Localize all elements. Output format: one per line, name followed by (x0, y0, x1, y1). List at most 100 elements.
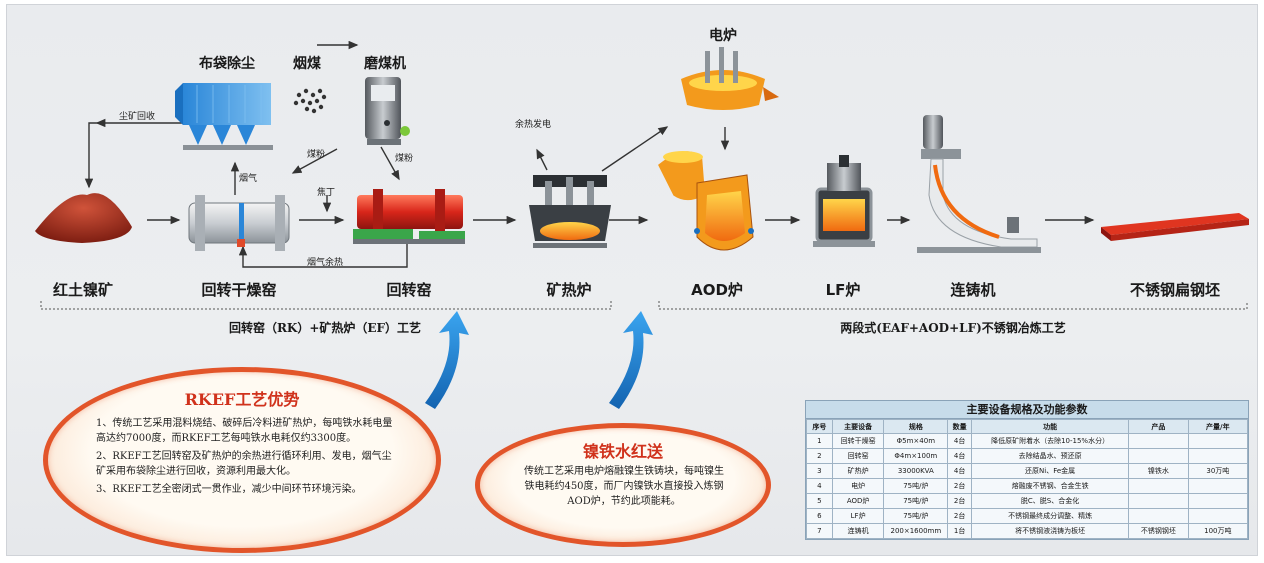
stage-label-caster: 连铸机 (950, 281, 996, 299)
table-cell (1187, 508, 1249, 524)
coal-powder-label-2: 煤粉 (395, 154, 414, 164)
table-cell: 4台 (947, 433, 973, 449)
table-cell (1128, 448, 1189, 464)
table-cell (1128, 508, 1189, 524)
table-cell: 还原Ni、Fe金属 (971, 463, 1130, 479)
table-cell: 2台 (947, 493, 973, 509)
header-cell: 数量 (947, 419, 973, 434)
table-cell: 4台 (947, 463, 973, 479)
table-cell: 连铸机 (831, 523, 885, 539)
table-cell: 去除结晶水、预还原 (971, 448, 1130, 464)
process-diagram: 布袋除尘 烟煤 磨煤机 电炉 尘矿回收 烟气 煤粉 煤粉 焦丁 烟气余热 余热发… (6, 4, 1258, 556)
header-cell: 主要设备 (831, 419, 885, 434)
waste-heat-power-label: 余热发电 (515, 120, 552, 130)
table-cell: 75吨/炉 (883, 508, 949, 524)
waste-heat-gas-label: 烟气余热 (307, 258, 344, 268)
rotary-dryer-icon (188, 195, 290, 251)
hot-metal-body: 传统工艺采用电炉熔融镍生铁铸块，每吨镍生铁电耗约450度，而厂内镍铁水直接投入炼… (524, 466, 724, 507)
table-cell (1187, 433, 1249, 449)
table-cell: 6 (806, 508, 833, 524)
table-cell: 镍铁水 (1128, 463, 1189, 479)
table-cell: 1台 (947, 523, 973, 539)
header-cell: 序号 (806, 419, 833, 434)
flow-graphics (35, 40, 1249, 409)
table-cell (1128, 433, 1189, 449)
submerged-arc-furnace-icon (529, 175, 611, 248)
header-cell: 产量/年 (1187, 419, 1249, 434)
duplex-process-label: 两段式(EAF+AOD+LF)不锈钢冶炼工艺 (840, 321, 1066, 335)
stage-label-aod: AOD炉 (691, 281, 743, 299)
stage-label-lf: LF炉 (825, 281, 861, 299)
table-cell: 矿热炉 (831, 463, 885, 479)
table-cell (1187, 448, 1249, 464)
flue-gas-label: 烟气 (239, 174, 258, 184)
table-cell: Φ5m×40m (883, 433, 949, 449)
table-cell: 1 (806, 433, 833, 449)
spec-table-title: 主要设备规格及功能参数 (806, 401, 1248, 419)
table-cell: AOD炉 (831, 493, 885, 509)
header-cell: 规格 (883, 419, 949, 434)
hot-metal-title: 镍铁水红送 (582, 442, 663, 461)
eaf-label: 电炉 (709, 28, 737, 44)
table-cell: Φ4m×100m (883, 448, 949, 464)
table-cell: 回转干燥窑 (831, 433, 885, 449)
bituminous-coal-icon (293, 88, 327, 114)
ladle-furnace-icon (813, 155, 875, 247)
table-cell: 3 (806, 463, 833, 479)
electric-arc-furnace-icon (681, 47, 779, 110)
rkef-advantage-item: 3、RKEF工艺全密闭式一贯作业，减少中间环节环境污染。 (96, 484, 362, 495)
stage-label-kiln: 回转窑 (386, 281, 432, 299)
stage-label-ef: 矿热炉 (546, 281, 592, 299)
table-cell: 脱C、脱S、合金化 (971, 493, 1130, 509)
rkef-advantages-title: RKEF工艺优势 (184, 390, 300, 409)
stage-bracket-lines (40, 301, 1248, 310)
table-cell: 将不锈钢液浇铸为板坯 (971, 523, 1130, 539)
blue-arrow-right (609, 311, 653, 409)
rkef-process-label: 回转窑（RK）+矿热炉（EF）工艺 (228, 321, 422, 335)
table-cell: LF炉 (831, 508, 885, 524)
stage-label-dryer: 回转干燥窑 (201, 281, 277, 299)
baghouse-dust-collector-icon (175, 83, 273, 150)
header-cell: 功能 (971, 419, 1130, 434)
table-cell: 30万吨 (1187, 463, 1249, 479)
aod-converter-icon (658, 151, 754, 251)
baghouse-label: 布袋除尘 (199, 56, 255, 72)
table-cell: 不锈钢钢坯 (1128, 523, 1189, 539)
table-cell (1187, 493, 1249, 509)
rkef-advantage-item: 2、RKEF工艺回转窑及矿热炉的余热进行循环利用、发电，烟气尘矿采用布袋除尘进行… (96, 451, 392, 477)
stainless-slab-icon (1101, 213, 1249, 241)
table-cell: 33000KVA (883, 463, 949, 479)
header-cell: 产品 (1128, 419, 1189, 434)
table-cell: 熔融废不锈钢、合金生铁 (971, 478, 1130, 494)
table-cell: 4台 (947, 448, 973, 464)
coal-mill-icon (365, 77, 410, 145)
table-cell: 回转窑 (831, 448, 885, 464)
table-cell (1128, 478, 1189, 494)
blue-arrow-left (425, 311, 469, 409)
table-cell: 200×1600mm (883, 523, 949, 539)
table-cell: 2台 (947, 478, 973, 494)
table-cell (1187, 478, 1249, 494)
table-cell: 2 (806, 448, 833, 464)
table-cell: 7 (806, 523, 833, 539)
laterite-ore-icon (35, 193, 132, 243)
dust-recovery-label: 尘矿回收 (119, 112, 156, 122)
rkef-advantage-item: 1、传统工艺采用混料烧结、破碎后冷料进矿热炉，每吨铁水耗电量高达约7000度，而… (96, 418, 393, 444)
table-cell: 100万吨 (1187, 523, 1249, 539)
stage-label-laterite: 红土镍矿 (52, 281, 114, 299)
table-cell: 75吨/炉 (883, 493, 949, 509)
table-cell: 降低原矿附着水（去除10-15%水分） (971, 433, 1130, 449)
rotary-kiln-icon (353, 189, 465, 244)
table-cell: 5 (806, 493, 833, 509)
table-cell: 4 (806, 478, 833, 494)
stage-label-slab: 不锈钢扁钢坯 (1129, 281, 1221, 299)
